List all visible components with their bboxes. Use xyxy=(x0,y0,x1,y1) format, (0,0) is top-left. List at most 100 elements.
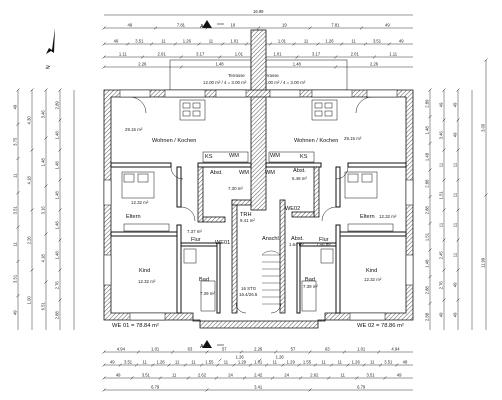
room-labels: 29.15 m² Wohnen / Kochen Wohnen / Kochen… xyxy=(125,127,397,297)
we02-label: WE02 xyxy=(285,206,300,212)
dim-tick xyxy=(242,376,247,380)
dim-tick xyxy=(428,88,432,92)
dim-label: 1.00 xyxy=(27,296,32,305)
dim-tick xyxy=(58,238,62,242)
dim-tick xyxy=(428,248,432,252)
dim-label: 1.11 xyxy=(389,52,398,57)
dim-tick xyxy=(102,376,106,380)
dim-tick xyxy=(313,363,318,367)
dim-tick xyxy=(134,363,139,367)
dim-label: 3.51 xyxy=(13,206,18,215)
dim-label: 4.94 xyxy=(391,347,400,352)
dim-tick xyxy=(346,363,350,367)
window xyxy=(366,89,398,98)
dim-tick xyxy=(149,42,154,46)
dim-label: 11 xyxy=(370,360,375,365)
kind-left: Kind xyxy=(139,268,150,274)
dim-tick xyxy=(30,88,34,92)
wm-left-bottom: WM xyxy=(239,170,249,176)
furniture xyxy=(103,89,414,321)
dim-label: 2.26 xyxy=(27,236,32,245)
dim-tick xyxy=(298,376,303,380)
dim-label: 49 xyxy=(453,312,458,317)
dim-tick xyxy=(456,148,460,152)
dim-tick xyxy=(16,191,20,195)
dim-label: 1.48 xyxy=(215,62,224,67)
dim-label: 49 xyxy=(403,360,408,365)
dim-tick xyxy=(308,350,312,354)
dim-label: 2.76 xyxy=(439,281,444,290)
dim-label: 2.62 xyxy=(310,373,319,378)
dim-label: 49 xyxy=(439,312,444,317)
dim-label: 1.48 xyxy=(55,161,60,170)
dim-label: 3.00 xyxy=(481,123,486,132)
dim-label: 1.48 xyxy=(425,259,430,268)
dim-tick xyxy=(428,194,432,199)
dim-tick xyxy=(239,350,244,354)
dim-tick xyxy=(383,376,387,380)
dim-label: 1.01 xyxy=(235,52,244,57)
dim-tick xyxy=(378,363,383,367)
dim-tick xyxy=(428,114,432,119)
dim-label: 4.30 xyxy=(27,116,32,125)
dim-tick xyxy=(330,363,334,367)
dim-tick xyxy=(167,363,171,367)
abst-right-area: 5.48 m² xyxy=(292,176,307,181)
dim-tick xyxy=(44,184,48,188)
interior-walls xyxy=(110,162,407,314)
dim-label: 49 xyxy=(114,39,119,44)
dim-tick xyxy=(44,232,48,236)
dim-tick xyxy=(359,26,364,30)
dim-label: 1.01 xyxy=(357,347,366,352)
dim-tick xyxy=(58,208,62,212)
dim-label: 1.01 xyxy=(254,360,263,365)
dim-label: 1.55 xyxy=(303,360,312,365)
dim-label: 49 xyxy=(13,310,18,315)
dim-tick xyxy=(327,376,331,380)
dim-tick xyxy=(248,363,253,367)
wk-right-label: Wohnen / Kochen xyxy=(294,138,338,144)
dim-label: 3.17 xyxy=(196,52,205,57)
dim-tick xyxy=(102,42,106,46)
dim-tick xyxy=(442,208,446,212)
dim-label: 11 xyxy=(273,360,278,365)
dim-label: 3.51 xyxy=(135,39,144,44)
dim-label: 49 xyxy=(13,104,18,109)
window xyxy=(103,254,112,286)
dim-tick xyxy=(268,42,273,46)
dim-tick xyxy=(16,122,20,126)
dim-tick xyxy=(16,259,20,264)
dim-tick xyxy=(295,55,299,59)
dim-label: 2.26 xyxy=(370,62,379,67)
kind-right: Kind xyxy=(366,268,377,274)
dim-tick xyxy=(428,301,432,306)
dim-label: 49 xyxy=(439,102,444,107)
dim-label: 3.51 xyxy=(384,360,393,365)
svg-text:12.00 m² / 4 = 3.00 m²: 12.00 m² / 4 = 3.00 m² xyxy=(203,80,247,85)
dim-tick xyxy=(442,178,446,182)
abst-small: Abst. xyxy=(291,236,304,242)
dim-tick xyxy=(58,178,62,182)
eltern-left-area: 12.32 m² xyxy=(131,200,149,205)
dim-tick xyxy=(16,225,20,229)
dim-label: 24 xyxy=(228,373,233,378)
dim-label: 2.01 xyxy=(351,52,360,57)
dim-label: 1.26 xyxy=(183,39,192,44)
eltern-left: Eltern xyxy=(126,214,141,220)
dim-label: 11 xyxy=(439,222,444,227)
dim-tick xyxy=(205,388,209,392)
dim-tick xyxy=(264,363,269,367)
dim-tick xyxy=(30,208,34,212)
dim-label: 1.29 xyxy=(238,360,247,365)
dims-right: 2.891.481.482.882.881.511.482.882.88 493… xyxy=(425,58,488,330)
dim-label: 1.48 xyxy=(55,221,60,230)
dim-tick xyxy=(232,363,236,367)
dim-label: 63 xyxy=(325,347,330,352)
bad-right: Bad xyxy=(305,277,315,283)
flur-left-area: 7.37 m² xyxy=(187,229,202,234)
dim-tick xyxy=(58,148,62,152)
dim-label: 6.51 xyxy=(41,302,46,311)
